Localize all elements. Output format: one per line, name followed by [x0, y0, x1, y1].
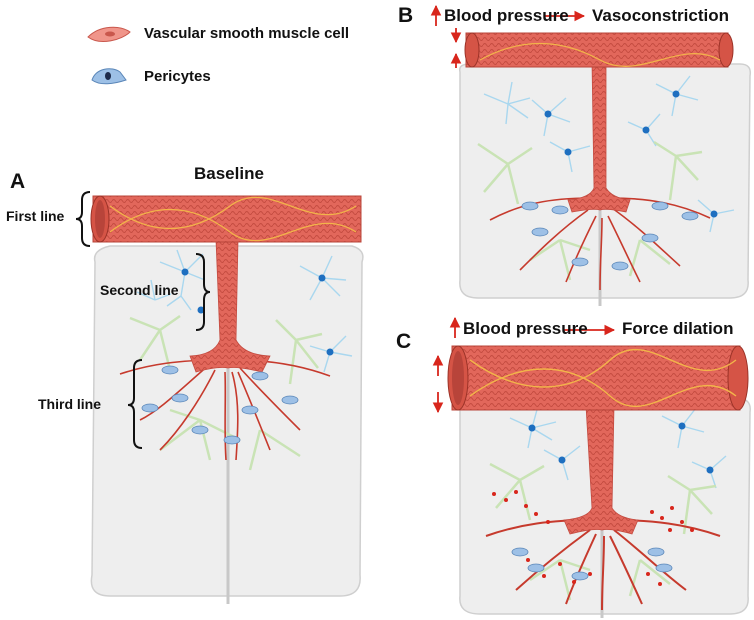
panel-a-neurons	[129, 314, 323, 471]
panel-b-pressure-label: Blood pressure	[444, 6, 569, 25]
panel-c-main-vessel	[447, 345, 749, 411]
panel-b-main-vessel	[464, 32, 734, 68]
panel-c-effect-label: Force dilation	[622, 319, 734, 338]
panel-a-pericytes	[141, 365, 299, 445]
second-line-label: Second line	[100, 282, 179, 298]
panel-b-effect-label: Vasoconstriction	[592, 6, 729, 25]
legend-vsmc-label: Vascular smooth muscle cell	[144, 25, 350, 42]
first-line-label: First line	[6, 208, 65, 224]
panel-b-astro-nuclei	[544, 90, 718, 218]
panel-a-letter: A	[10, 170, 26, 193]
panel-b-pressure-arrows	[430, 4, 586, 68]
legend-pericytes-label: Pericytes	[144, 68, 211, 85]
panel-b-trunk	[567, 61, 631, 213]
legend-pericyte-icon	[91, 68, 127, 85]
panel-a-brackets	[75, 191, 211, 449]
panel-c-letter: C	[396, 330, 412, 353]
panel-c-astro-nuclei	[528, 422, 714, 474]
panel-a-astro-nuclei	[181, 268, 334, 356]
panel-b-neurons	[477, 140, 703, 281]
panel-b-letter: B	[398, 4, 414, 27]
panel-c-pressure-label: Blood pressure	[463, 319, 588, 338]
panel-c-pericytes	[511, 547, 673, 581]
panel-a-tissue	[90, 245, 364, 604]
panel-a-main-vessel	[90, 195, 362, 243]
third-line-label: Third line	[38, 396, 101, 412]
panel-c-leakage-dots	[492, 490, 694, 586]
panel-a-trunk	[189, 239, 271, 373]
panel-c-pressure-arrows	[432, 316, 616, 414]
panel-a-title: Baseline	[194, 164, 264, 183]
panel-c-neurons	[489, 462, 717, 601]
panel-c-trunk	[563, 405, 639, 535]
panel-a-astrocytes	[136, 249, 353, 373]
legend-vsmc-icon	[87, 26, 131, 42]
panel-b-pericytes	[521, 201, 699, 271]
